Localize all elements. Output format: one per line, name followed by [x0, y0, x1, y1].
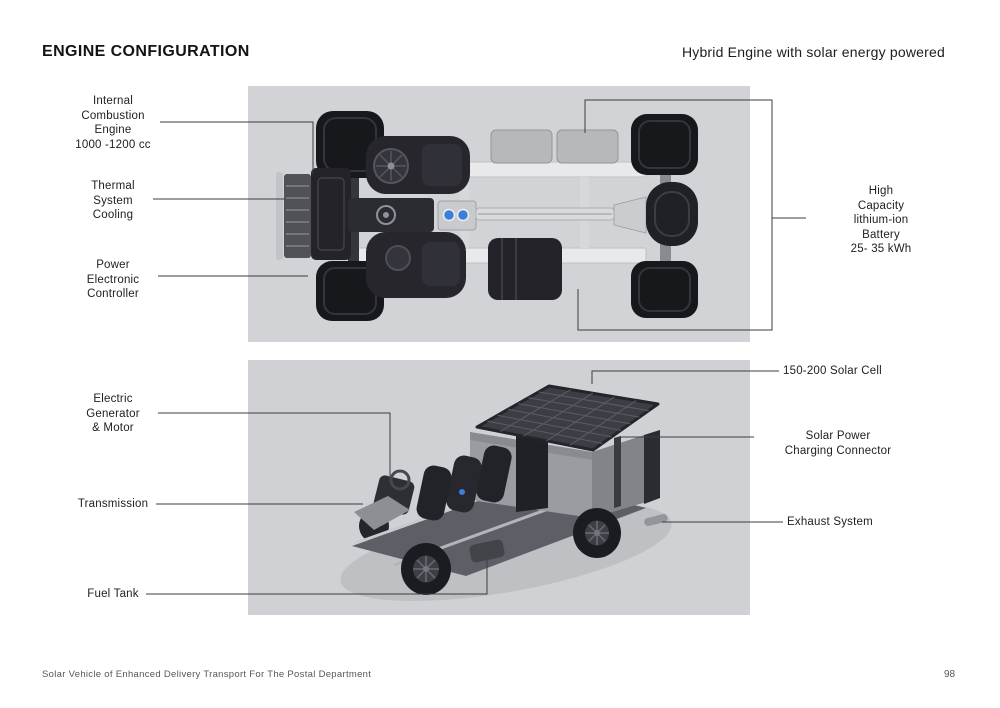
- vehicle-3d-illustration: [340, 384, 672, 602]
- driveshaft: [475, 207, 615, 221]
- combustion-engine-block: [311, 168, 351, 260]
- label-thermal-system-cooling: Thermal System Cooling: [91, 180, 135, 221]
- radiator-thermal-cooling: [284, 174, 311, 258]
- wheel-front-right: [631, 114, 698, 175]
- chassis-top-view-panel: [248, 86, 750, 342]
- page-subtitle: Hybrid Engine with solar energy powered: [681, 44, 945, 60]
- vehicle-3d-view-panel: [248, 360, 750, 615]
- label-solar-cell: 150-200 Solar Cell: [783, 365, 882, 377]
- label-high-capacity-battery: High Capacity lithium-ion Battery 25- 35…: [850, 185, 912, 255]
- label-fuel-tank: Fuel Tank: [87, 588, 139, 600]
- cab-doorway: [516, 428, 548, 512]
- label-exhaust-system: Exhaust System: [787, 516, 873, 528]
- battery-box-bottom: [488, 238, 562, 300]
- front-wheel: [401, 543, 451, 595]
- wheel-rear-right: [631, 261, 698, 318]
- engine-upper-unit: [366, 136, 470, 194]
- label-electric-generator-motor: Electric Generator & Motor: [86, 393, 140, 434]
- chassis-top-view-illustration: [276, 111, 698, 321]
- rear-wheel: [573, 508, 621, 558]
- engine-lower-unit: [366, 232, 466, 298]
- seats: [416, 445, 512, 521]
- battery-box-top: [490, 129, 619, 164]
- page-title: ENGINE CONFIGURATION: [42, 43, 250, 60]
- power-electronic-controller-unit: [348, 198, 434, 232]
- exhaust-pipe: [644, 514, 668, 526]
- label-internal-combustion-engine: Internal Combustion Engine 1000 -1200 cc: [75, 95, 151, 151]
- page-number: 98: [944, 669, 956, 680]
- solar-panel-roof: [475, 384, 660, 452]
- label-power-electronic-controller: Power Electronic Controller: [86, 259, 140, 300]
- label-transmission: Transmission: [77, 498, 149, 510]
- rear-differential: [646, 182, 698, 246]
- steering-wheel: [389, 469, 411, 491]
- label-charging-connector: Solar Power Charging Connector: [784, 430, 892, 457]
- cargo-box-side: [592, 430, 660, 518]
- power-inverter: [437, 200, 477, 231]
- fuel-tank-unit: [469, 539, 505, 563]
- footer-text: Solar Vehicle of Enhanced Delivery Trans…: [42, 669, 372, 680]
- front-end: [354, 496, 410, 530]
- charging-connector-strip: [614, 436, 621, 508]
